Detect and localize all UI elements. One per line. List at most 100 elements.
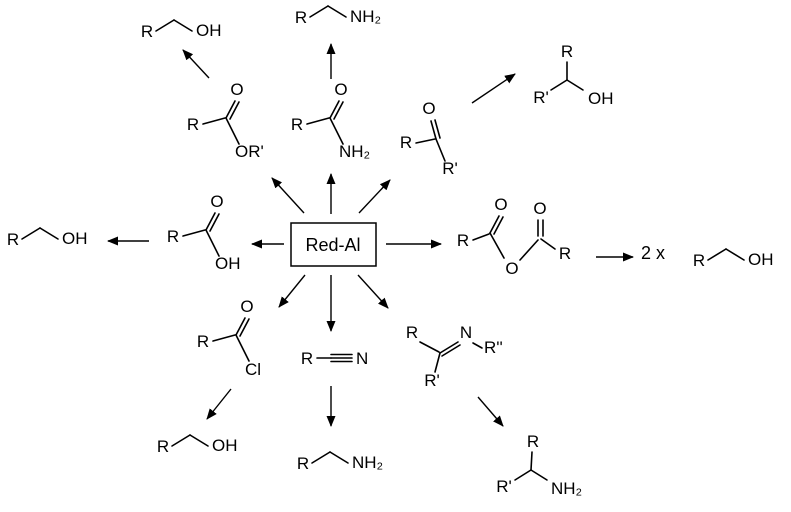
bond [439, 341, 459, 354]
acid-product: R OH [7, 227, 88, 249]
imine-product-r2-label: R' [496, 477, 512, 496]
imine-r-label: R [406, 323, 418, 342]
arrow-center-to-ester [271, 177, 305, 214]
ester-r-label: R [187, 115, 199, 134]
amide-product-r-label: R [295, 8, 307, 27]
arrows [107, 43, 634, 427]
anhydride-o1-label: O [494, 195, 507, 214]
bond [306, 117, 330, 125]
bond [333, 101, 344, 120]
bond [472, 233, 490, 241]
ketone-product: R R' OH [533, 42, 613, 108]
bond [725, 248, 745, 261]
arrow-imine-to-product [477, 396, 504, 427]
bond [311, 451, 331, 464]
bond [327, 5, 347, 18]
ketone-product-oh-label: OH [588, 89, 614, 108]
ester-or-label: OR' [235, 142, 264, 161]
bond [435, 138, 446, 162]
nitrile-structure: R N [301, 349, 368, 368]
stoichiometry-label: 2 x [641, 243, 665, 263]
bond [182, 229, 206, 237]
bond [472, 342, 483, 349]
arrow-ester-to-product [182, 49, 210, 79]
bond [212, 334, 236, 342]
bond [235, 334, 250, 362]
bond [493, 216, 504, 235]
bond [171, 434, 191, 447]
acyl-chloride-structure: R O Cl [197, 297, 261, 379]
bond [202, 117, 226, 125]
amide-o-label: O [334, 80, 347, 99]
amide-r-label: R [291, 115, 303, 134]
acyl-chloride-product-r-label: R [157, 437, 169, 456]
redal-label: Red-Al [305, 235, 360, 255]
bond [540, 238, 556, 250]
amide-nh2-label: NH₂ [339, 142, 370, 161]
ketone-product-r-label: R [561, 42, 573, 61]
bond [329, 100, 340, 119]
acyl-chloride-o-label: O [240, 297, 253, 316]
bond [39, 227, 59, 240]
nitrile-n-label: N [356, 349, 368, 368]
amide-structure: R O NH₂ [291, 80, 370, 161]
bond [189, 434, 209, 447]
anhydride-structure: R O O O R [457, 195, 571, 278]
anhydride-r1-label: R [457, 231, 469, 250]
arrow-ketone-to-product [471, 73, 516, 104]
ketone-o-label: O [422, 99, 435, 118]
bond [415, 138, 436, 144]
nitrile-product-r-label: R [297, 454, 309, 473]
bond [434, 352, 441, 373]
bond [519, 239, 539, 261]
imine-structure: R N R'' R' [406, 323, 503, 390]
bond [205, 212, 216, 231]
bond [530, 469, 548, 481]
nitrile-product: R NH₂ [297, 451, 383, 473]
nitrile-product-nh2-label: NH₂ [352, 453, 383, 472]
bond [489, 232, 505, 259]
bond [566, 79, 584, 91]
anhydride-product-r-label: R [693, 251, 705, 270]
bond [329, 451, 349, 464]
imine-r3-label: R'' [484, 338, 503, 357]
bond [329, 117, 344, 145]
redal-center: Red-Al [290, 222, 377, 267]
acyl-chloride-cl-label: Cl [245, 360, 261, 379]
acid-o-label: O [210, 192, 223, 211]
bond [419, 341, 440, 353]
bond [225, 100, 236, 119]
bond [205, 229, 220, 257]
ketone-r2-label: R' [442, 159, 458, 178]
bond [225, 117, 240, 145]
anhydride-product: 2 x R OH [641, 243, 774, 270]
bond [173, 19, 193, 32]
ketone-product-r2-label: R' [533, 88, 549, 107]
acid-product-r-label: R [7, 230, 19, 249]
imine-r2-label: R' [424, 371, 440, 390]
bond [239, 318, 250, 337]
ketone-r-label: R [400, 133, 412, 152]
acid-oh-label: OH [215, 254, 241, 273]
bond [550, 79, 568, 91]
bond [235, 317, 246, 336]
bond [530, 451, 533, 471]
imine-product-nh2-label: NH₂ [551, 479, 582, 498]
ester-product-oh-label: OH [196, 21, 222, 40]
arrow-center-to-imine [357, 274, 389, 309]
acyl-chloride-product-oh-label: OH [212, 436, 238, 455]
bond [155, 19, 175, 32]
bond [434, 119, 441, 139]
anhydride-product-oh-label: OH [748, 250, 774, 269]
anhydride-o2-label: O [533, 199, 546, 218]
arrow-acyl-chloride-to-product [206, 388, 232, 420]
bond [707, 248, 727, 261]
carboxylic-acid-structure: R O OH [167, 192, 241, 273]
nitrile-r-label: R [301, 349, 313, 368]
ester-structure: R O OR' [187, 80, 264, 161]
imine-product-r-label: R [527, 432, 539, 451]
acyl-chloride-r-label: R [197, 332, 209, 351]
redal-box [290, 222, 377, 267]
